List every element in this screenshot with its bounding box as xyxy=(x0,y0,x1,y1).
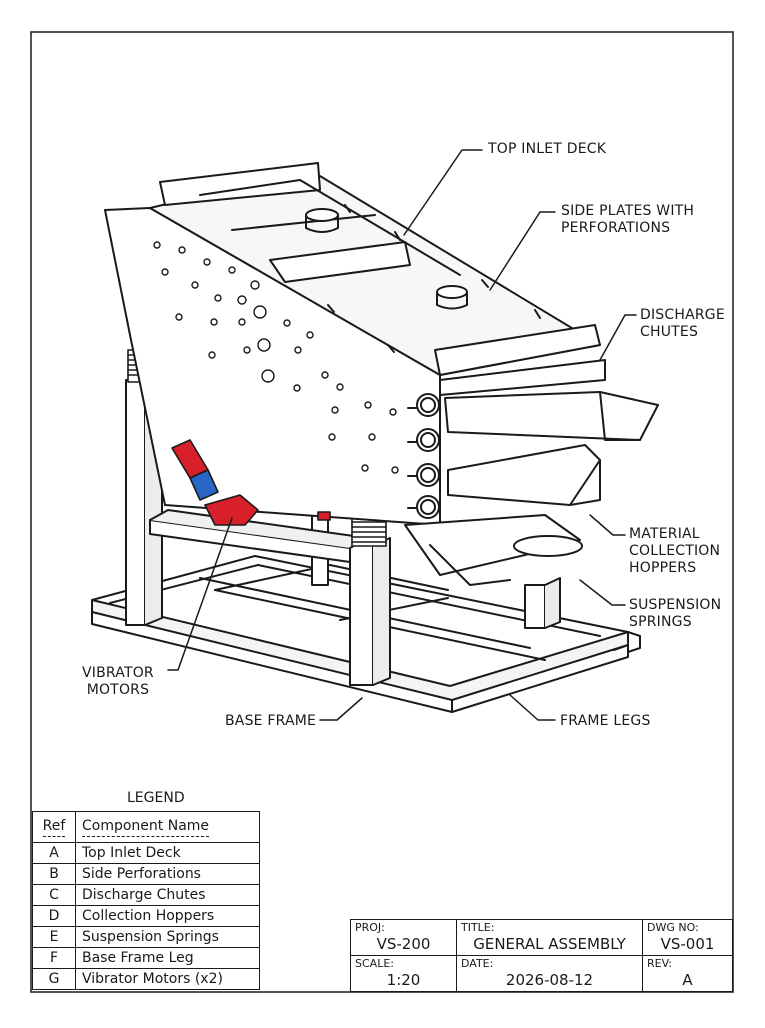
callout-collection-hoppers: MATERIAL COLLECTION HOPPERS xyxy=(629,526,721,576)
sheet-border xyxy=(30,31,734,993)
legend-ref: C xyxy=(32,884,76,906)
scale-value: 1:20 xyxy=(386,971,421,989)
title-block-rev: REV: A xyxy=(642,955,733,992)
callout-side-plates: SIDE PLATES WITH PERFORATIONS xyxy=(561,203,695,236)
scale-caption: SCALE: xyxy=(355,957,394,970)
date-value: 2026-08-12 xyxy=(505,971,594,989)
proj-caption: PROJ: xyxy=(355,921,385,934)
legend-name: Suspension Springs xyxy=(75,926,260,948)
vibrating-screen-assembly xyxy=(91,149,659,721)
title-block-scale: SCALE: 1:20 xyxy=(350,955,457,992)
title-block-proj: PROJ: VS-200 xyxy=(350,919,457,956)
title-block-title: TITLE: GENERAL ASSEMBLY xyxy=(456,919,643,956)
callout-discharge-chutes: DISCHARGE CHUTES xyxy=(640,307,725,340)
title-block-date: DATE: 2026-08-12 xyxy=(456,955,643,992)
callout-suspension-springs: SUSPENSION SPRINGS xyxy=(629,597,722,630)
vibrator-motors xyxy=(171,439,331,526)
legend-header-name: Component Name xyxy=(75,811,260,843)
legend-header-name-label: Component Name xyxy=(82,818,210,837)
date-caption: DATE: xyxy=(461,957,494,970)
title-value: GENERAL ASSEMBLY xyxy=(473,935,626,953)
legend-title: LEGEND xyxy=(127,790,185,806)
discharge-chutes xyxy=(439,359,659,506)
legend-name: Collection Hoppers xyxy=(75,905,260,927)
proj-value: VS-200 xyxy=(376,935,431,953)
callout-frame-legs: FRAME LEGS xyxy=(560,713,651,729)
callout-base-frame: BASE FRAME xyxy=(225,713,317,729)
leader-lines xyxy=(167,149,637,721)
title-caption: TITLE: xyxy=(461,921,495,934)
legend-name: Discharge Chutes xyxy=(75,884,260,906)
legend-ref: G xyxy=(32,968,76,990)
rev-value: A xyxy=(682,971,693,989)
legend-header-ref-label: Ref xyxy=(42,818,66,837)
legend-ref: A xyxy=(32,842,76,864)
legend-ref: F xyxy=(32,947,76,969)
dwg-caption: DWG NO: xyxy=(647,921,699,934)
legend-ref: D xyxy=(32,905,76,927)
rev-caption: REV: xyxy=(647,957,672,970)
frame-legs xyxy=(125,371,561,686)
top-inlet-deck xyxy=(149,162,601,376)
dwg-value: VS-001 xyxy=(660,935,715,953)
legend-name: Base Frame Leg xyxy=(75,947,260,969)
legend-name: Vibrator Motors (x2) xyxy=(75,968,260,990)
callout-top-inlet-deck: TOP INLET DECK xyxy=(488,141,607,157)
callout-vibrator-motors: VIBRATOR MOTORS xyxy=(82,665,154,698)
legend-ref: E xyxy=(32,926,76,948)
collection-hoppers xyxy=(404,514,583,586)
legend-header-row: Ref Component Name xyxy=(32,811,260,843)
legend-name: Side Perforations xyxy=(75,863,260,885)
legend-name: Top Inlet Deck xyxy=(75,842,260,864)
title-block-dwg: DWG NO: VS-001 xyxy=(642,919,733,956)
legend-ref: B xyxy=(32,863,76,885)
legend-header-ref: Ref xyxy=(32,811,76,843)
